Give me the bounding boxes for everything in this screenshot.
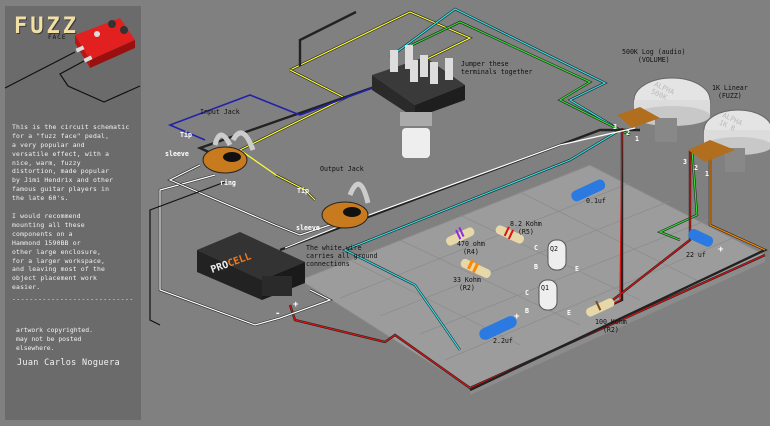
board-edge — [470, 255, 765, 395]
q2-base: B — [534, 263, 538, 271]
cap-22uf — [688, 229, 714, 247]
q1-label: Q1 — [541, 284, 549, 292]
q2-emitter: E — [575, 265, 579, 273]
fuzz-pin-1: 1 — [705, 170, 709, 178]
q1-collector: C — [525, 289, 529, 297]
ground-wire-note: The white wire carries all ground connec… — [306, 244, 378, 268]
output-jack — [321, 181, 371, 229]
fuzz-pot-label: 1K Linear (FUZZ) — [712, 84, 748, 100]
input-jack-label: Input Jack — [200, 108, 240, 116]
logo-subtitle: FACE — [48, 34, 67, 41]
cap-2-2uf — [479, 316, 517, 340]
input-ring-label: ring — [220, 179, 236, 187]
cap-22uf-label: 22 uf — [686, 251, 706, 259]
author-name: Juan Carlos Noguera — [17, 358, 120, 368]
volume-pot — [617, 77, 711, 142]
footswitch — [372, 45, 465, 158]
volume-pin-3: 3 — [613, 123, 617, 131]
q1-emitter: E — [567, 309, 571, 317]
input-tip-label: Tip — [180, 131, 192, 139]
resistor-r5 — [495, 225, 524, 244]
input-sleeve-label: sleeve — [165, 150, 189, 158]
transistor-q2 — [547, 239, 567, 271]
pedal-cable-1 — [4, 51, 76, 89]
q1-base: B — [525, 307, 529, 315]
blue-wire — [167, 83, 381, 157]
description-text: This is the circuit schematic for a "fuz… — [12, 114, 140, 292]
cap-22uf-plus: + — [718, 245, 724, 255]
cap-0-1uf-label: 0.1uf — [586, 197, 606, 205]
resistor-r2-100k — [586, 298, 615, 317]
yellow-wire — [239, 10, 473, 201]
volume-pot-label: 500K Log (audio) (VOLUME) — [622, 48, 686, 64]
fuzz-pin-2: 2 — [694, 164, 698, 172]
resistor-r2-33k — [460, 258, 491, 278]
r2-33k-label: 33 Kohm (R2) — [453, 276, 481, 292]
resistor-r4 — [446, 227, 475, 246]
pedal-illustration — [75, 18, 135, 68]
r4-label: 470 ohm (R4) — [457, 240, 485, 256]
green-wire — [411, 20, 699, 242]
q2-collector: C — [534, 244, 538, 252]
volume-pin-1: 1 — [635, 135, 639, 143]
description-paragraph-2: I would recommend mounting all these com… — [12, 211, 106, 292]
copyright-notice: artwork copyrighted. may not be posted e… — [16, 326, 93, 352]
fuzz-pin-3: 3 — [683, 158, 687, 166]
switch-jumper-note: Jumper these terminals together — [461, 60, 533, 76]
cap-2-2uf-plus: + — [514, 312, 520, 322]
r2-100k-label: 100 Kohm (R2) — [595, 318, 627, 334]
battery-plus-label: + — [293, 300, 299, 310]
output-tip-label: Tip — [297, 187, 309, 195]
pedal-cable-2 — [59, 60, 141, 103]
logo-title: FUZZ — [14, 14, 79, 39]
battery-minus-label: - — [275, 309, 281, 319]
orange-wire — [469, 150, 768, 392]
volume-pin-2: 2 — [626, 129, 630, 137]
divider: -------------------------------- — [12, 295, 134, 303]
cap-2-2uf-label: 2.2uf — [493, 337, 513, 345]
output-sleeve-label: sleeve — [296, 224, 320, 232]
transistor-q1 — [538, 279, 558, 311]
cap-0-1uf — [571, 179, 606, 202]
battery-9v — [197, 232, 305, 300]
output-jack-label: Output Jack — [320, 165, 364, 173]
info-panel — [5, 6, 141, 420]
input-jack — [202, 130, 256, 174]
description-paragraph-1: This is the circuit schematic for a "fuz… — [12, 122, 130, 203]
white-ground-wire — [149, 127, 640, 327]
r5-label: 8.2 Kohm (R5) — [510, 220, 542, 236]
fuzz-pot — [688, 109, 770, 172]
q2-label: Q2 — [550, 245, 558, 253]
